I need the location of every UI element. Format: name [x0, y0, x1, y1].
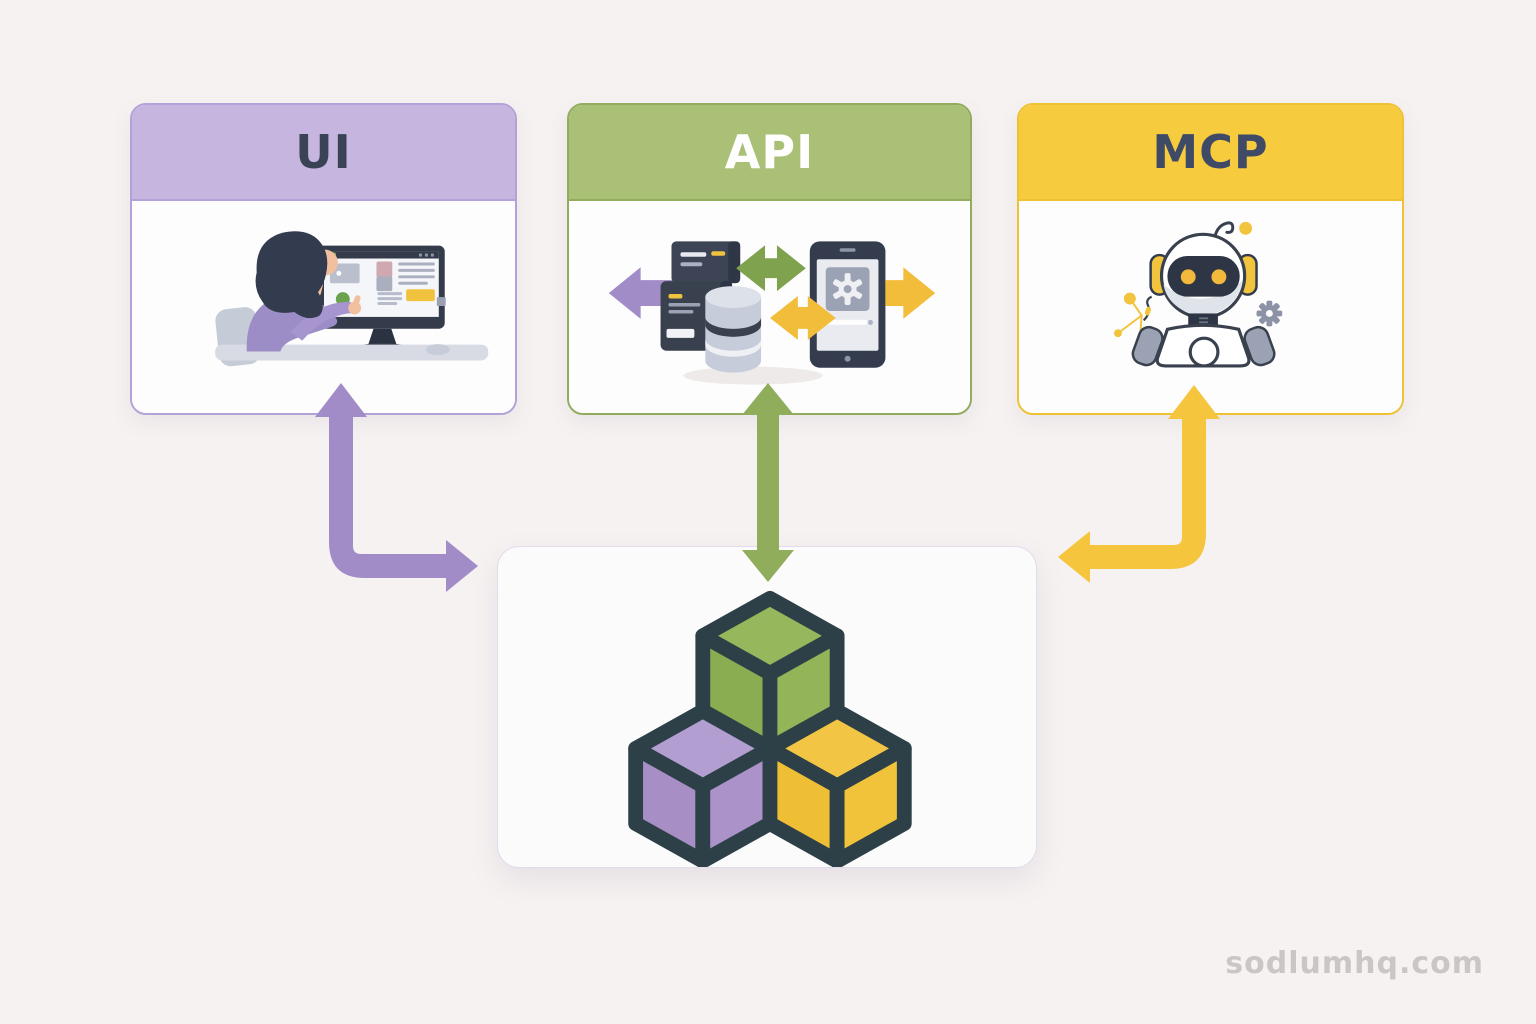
- api-hub-connector-arrow: [742, 383, 794, 582]
- ui-card-header: UI: [132, 105, 515, 201]
- mcp-card: MCP: [1017, 103, 1404, 415]
- yellow-cube: [762, 703, 912, 867]
- robot-head: [1159, 232, 1247, 319]
- api-card-header: API: [569, 105, 970, 201]
- mcp-card-label: MCP: [1152, 125, 1269, 179]
- api-card: API: [567, 103, 972, 415]
- mcp-card-body: [1019, 201, 1402, 413]
- desk: [215, 344, 489, 361]
- antenna: [1212, 221, 1253, 243]
- gear-on-phone-icon: [833, 273, 863, 306]
- smartphone-icon: [809, 241, 886, 368]
- mcp-hub-connector-arrow: [1058, 385, 1220, 583]
- yellow-right-arrow: [885, 267, 936, 319]
- hub-box: [497, 546, 1037, 868]
- robot-illustration: [1114, 221, 1283, 368]
- ui-card: UI: [130, 103, 517, 415]
- database-icon: [705, 286, 762, 373]
- ui-hub-connector-arrow: [315, 383, 478, 592]
- woman-figure: [246, 231, 362, 352]
- green-sync-arrow: [736, 245, 806, 292]
- mcp-card-header: MCP: [1019, 105, 1402, 201]
- watermark: sodlumhq.com: [1225, 946, 1484, 981]
- ui-card-label: UI: [295, 125, 352, 179]
- building-blocks-illustration: [628, 590, 912, 867]
- mouse: [425, 344, 450, 356]
- api-card-body: [569, 201, 970, 413]
- servers-database-phone-illustration: [608, 241, 936, 385]
- yellow-sync-arrow: [769, 296, 836, 340]
- robot-body: [1155, 323, 1251, 368]
- gear-icon: [1256, 300, 1283, 327]
- hair: [255, 231, 328, 319]
- woman-at-computer-illustration: [215, 231, 489, 367]
- green-cube: [695, 590, 845, 756]
- purple-cube: [628, 703, 778, 867]
- ui-card-body: [132, 201, 515, 413]
- yellow-button-on-screen: [406, 289, 435, 302]
- right-arm: [1243, 325, 1276, 367]
- api-card-label: API: [724, 125, 815, 179]
